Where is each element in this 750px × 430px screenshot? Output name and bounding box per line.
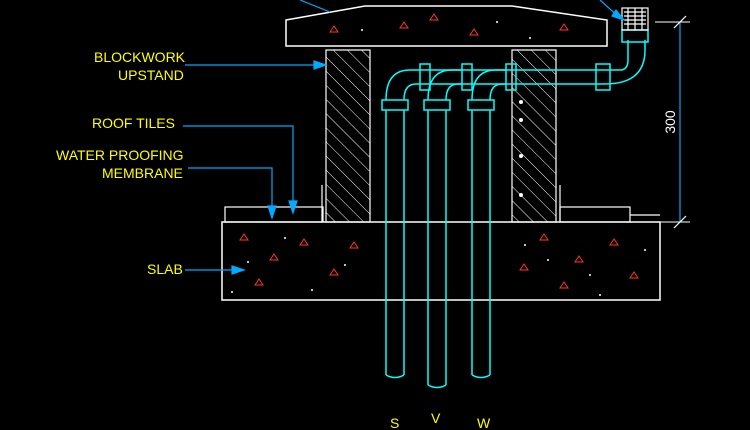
- vent-cowl: [621, 7, 649, 31]
- blockwork-label-line1: BLOCKWORK: [94, 49, 186, 65]
- slab: [221, 221, 661, 301]
- concrete-cap: [285, 5, 608, 47]
- upstand-fixings: [519, 100, 523, 197]
- waterproofing-label-line1: WATER PROOFING: [56, 147, 184, 163]
- slab-dots: [231, 237, 646, 296]
- roof-tiles-label: ROOF TILES: [92, 115, 175, 131]
- dimension-300-label: 300: [662, 110, 678, 134]
- pipe-label-w: W: [477, 415, 491, 430]
- slab-label: SLAB: [147, 261, 183, 277]
- service-pipes: [381, 29, 649, 389]
- pipe-label-v: V: [431, 410, 441, 426]
- blockwork-upstand: [325, 49, 557, 223]
- waterproofing-label-line2: MEMBRANE: [102, 165, 183, 181]
- blockwork-label-line2: UPSTAND: [118, 67, 184, 83]
- leader-lines: [183, 0, 626, 275]
- height-dimension: 300: [655, 15, 690, 229]
- pipe-label-s: S: [390, 415, 399, 430]
- slab-aggregate: [239, 233, 639, 289]
